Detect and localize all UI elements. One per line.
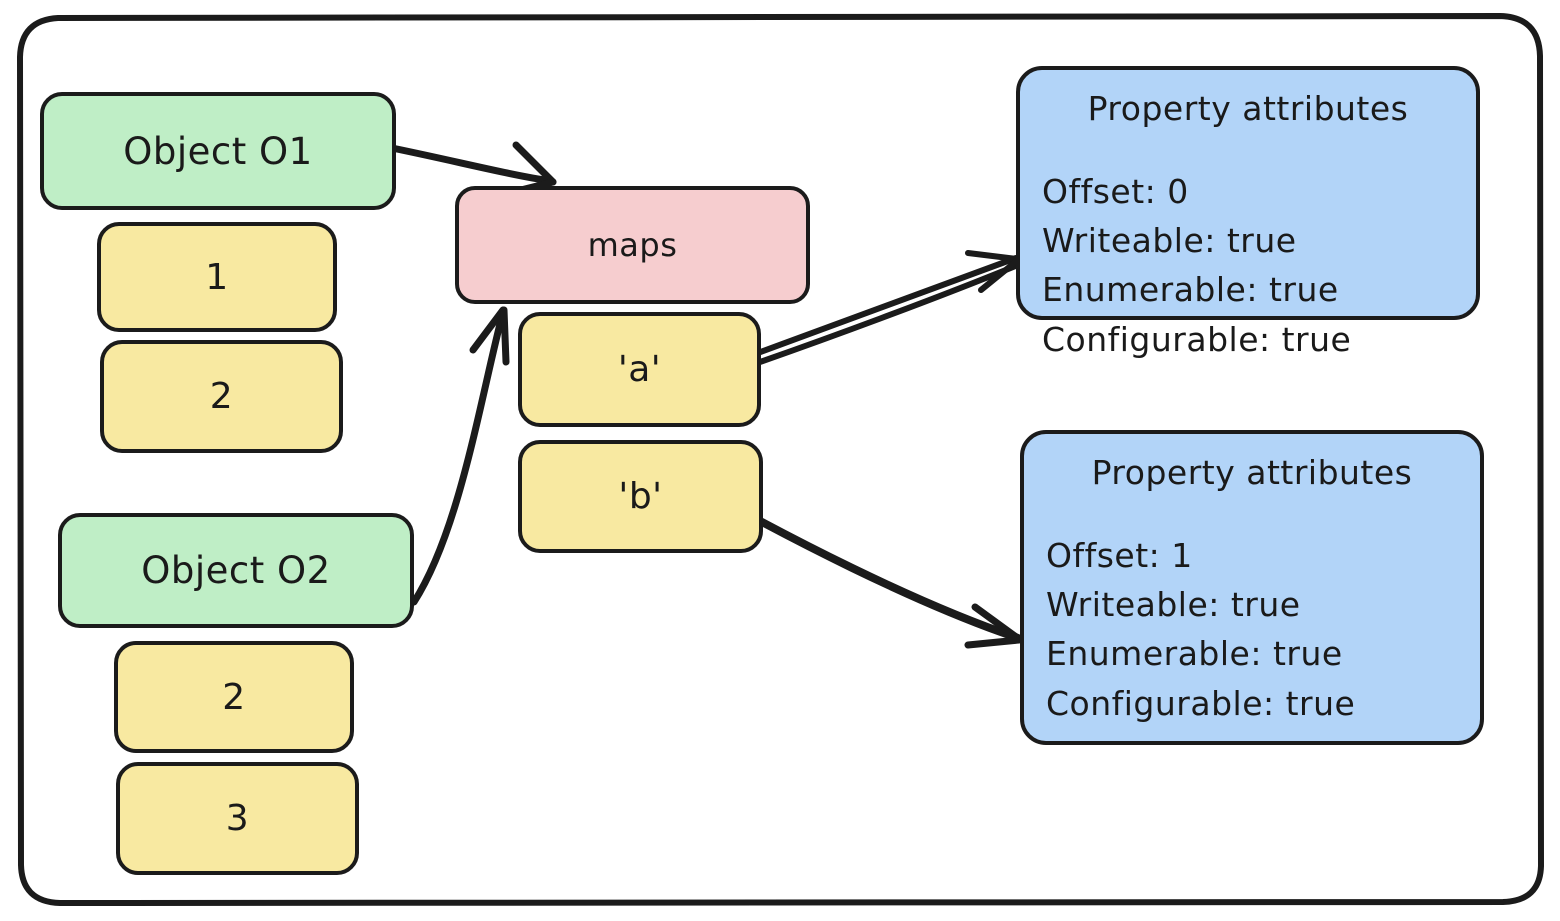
maps-node[interactable]: maps [455, 186, 810, 304]
property-attributes-card-1[interactable]: Property attributes Offset: 1 Writeable:… [1020, 430, 1484, 745]
edge-object-o2-to-maps [410, 306, 510, 606]
object-o1-slot[interactable]: 2 [100, 340, 343, 453]
object-node-o2[interactable]: Object O2 [58, 513, 414, 628]
property-attributes-card-0[interactable]: Property attributes Offset: 0 Writeable:… [1016, 66, 1480, 359]
maps-key-a[interactable]: 'a' [518, 312, 761, 427]
property-attributes-title: Property attributes [1091, 453, 1413, 492]
property-attributes-title: Property attributes [1087, 89, 1409, 128]
property-attribute-writeable: Writeable: true [1046, 585, 1301, 625]
property-attribute-enumerable: Enumerable: true [1042, 270, 1339, 310]
object-o1-slot[interactable]: 1 [97, 222, 337, 332]
property-attribute-offset: Offset: 1 [1046, 536, 1193, 576]
outer-frame [17, 13, 1544, 906]
property-attribute-configurable: Configurable: true [1042, 319, 1352, 359]
object-o2-slot[interactable]: 2 [114, 641, 354, 753]
property-attribute-configurable: Configurable: true [1046, 683, 1356, 723]
object-node-o1[interactable]: Object O1 [40, 92, 396, 210]
object-o2-slot[interactable]: 3 [116, 762, 359, 875]
property-attribute-writeable: Writeable: true [1042, 221, 1297, 261]
property-attribute-enumerable: Enumerable: true [1046, 634, 1343, 674]
maps-key-b[interactable]: 'b' [518, 440, 763, 553]
property-attribute-offset: Offset: 0 [1042, 172, 1189, 212]
